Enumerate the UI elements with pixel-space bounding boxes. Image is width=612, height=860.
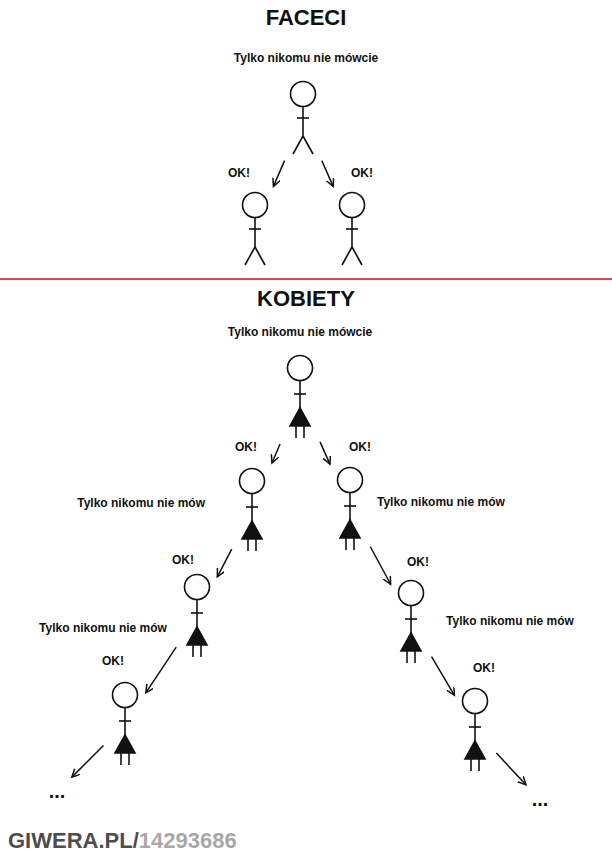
tell-arrow [146, 647, 176, 693]
stick-figure: OK! [107, 681, 143, 767]
stick-figure: OK!Tylko nikomu nie mów [179, 573, 215, 659]
speech-text: Tylko nikomu nie mówcie [234, 51, 378, 65]
woman-figure [107, 681, 143, 767]
tell-arrow [370, 547, 390, 585]
continuation-dots: ... [532, 788, 549, 810]
woman-figure [179, 573, 215, 659]
tell-arrow [272, 444, 280, 463]
woman-figure [393, 579, 429, 665]
stick-figure: OK!Tylko nikomu nie mów [332, 466, 368, 552]
man-figure [285, 80, 321, 156]
tell-arrow [322, 161, 333, 187]
speech-text: OK! [473, 661, 495, 675]
tell-arrow [217, 549, 231, 577]
watermark-text: GIWERA.PL/ [8, 828, 139, 854]
stick-figure: Tylko nikomu nie mówcie [285, 80, 321, 156]
reply-text: OK! [407, 555, 429, 569]
tell-arrow [320, 442, 330, 464]
continuation-dots: ... [49, 780, 66, 802]
watermark-text: 14293686 [139, 828, 237, 854]
reply-text: OK! [349, 440, 371, 454]
stick-figure: OK! [457, 687, 493, 773]
woman-figure [332, 466, 368, 552]
tell-arrow [273, 161, 284, 187]
reply-text: OK! [102, 654, 124, 668]
stick-figure: OK! [237, 191, 273, 267]
speech-text: Tylko nikomu nie mówcie [228, 325, 372, 339]
reply-text: OK! [351, 166, 373, 180]
speech-text: Tylko nikomu nie mów [446, 614, 574, 628]
continuation-node: ... [46, 781, 69, 804]
woman-figure [234, 467, 270, 553]
reply-text: OK! [235, 440, 257, 454]
speech-text: Tylko nikomu nie mów [39, 621, 167, 635]
reply-text: OK! [228, 166, 250, 180]
tell-arrow [432, 657, 455, 696]
continuation-node: ... [529, 789, 552, 812]
watermark: GIWERA.PL/14293686 [8, 828, 237, 854]
speech-text: Tylko nikomu nie mów [377, 495, 505, 509]
woman-figure [457, 687, 493, 773]
man-figure [334, 191, 370, 267]
stick-figure: OK!Tylko nikomu nie mów [393, 579, 429, 665]
man-figure [237, 191, 273, 267]
section-heading: KOBIETY [257, 286, 355, 312]
section-heading: FACECI [266, 5, 347, 31]
tell-arrow [496, 753, 526, 785]
speech-text: Tylko nikomu nie mów [77, 496, 205, 510]
tell-arrow [72, 746, 104, 778]
stick-figure: Tylko nikomu nie mówcie [282, 354, 318, 440]
section-divider [0, 278, 612, 280]
reply-text: OK! [172, 553, 194, 567]
stick-figure: OK!Tylko nikomu nie mów [234, 467, 270, 553]
woman-figure [282, 354, 318, 440]
stick-figure: OK! [334, 191, 370, 267]
